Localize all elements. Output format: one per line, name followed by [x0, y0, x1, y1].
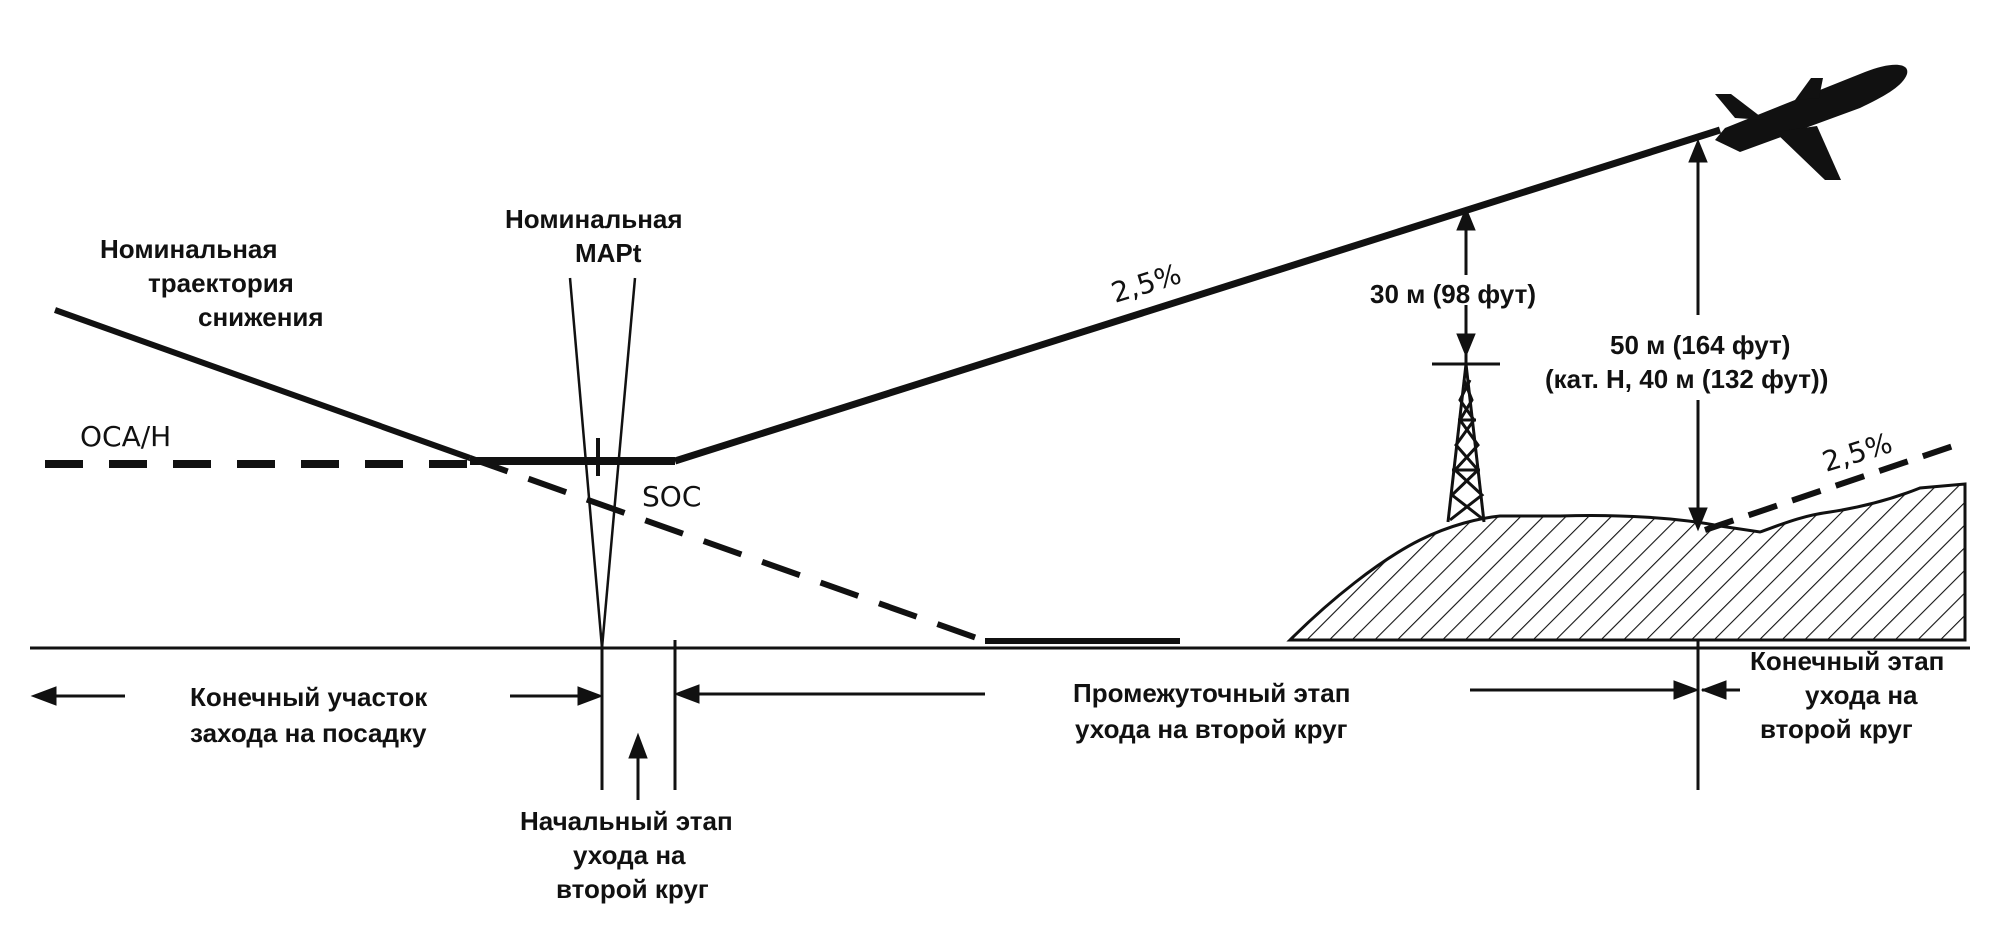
tower-icon [1432, 354, 1500, 523]
final-approach-label-1: Конечный участок [190, 682, 428, 712]
intermediate-missed-label-2: ухода на второй круг [1075, 714, 1348, 744]
mapt-cone-right [600, 277, 637, 649]
clearance-50-arrow [1688, 138, 1708, 532]
airplane-icon [1715, 64, 1908, 180]
clearance-30-arrow [1456, 206, 1476, 358]
final-missed-label-1: Конечный этап [1750, 646, 1944, 676]
clearance-50-label-1: 50 м (164 фут) [1610, 330, 1790, 360]
final-missed-label-2: ухода на [1805, 680, 1918, 710]
soc-label: SOC [642, 480, 701, 513]
clearance-50-label-2: (кат. H, 40 м (132 фут)) [1545, 364, 1828, 394]
descent-path-solid [53, 307, 472, 461]
descent-path-label-1: Номинальная [100, 234, 278, 264]
intermediate-missed-label-1: Промежуточный этап [1073, 678, 1350, 708]
climb-path [673, 126, 1722, 465]
final-missed-label-3: второй круг [1760, 714, 1913, 744]
mapt-label-2: MAPt [575, 238, 642, 268]
initial-missed-label-2: ухода на [573, 840, 686, 870]
oca-label: OCA/H [80, 420, 171, 453]
terrain [1286, 482, 1967, 642]
initial-missed-label-3: второй круг [556, 874, 709, 904]
descent-path-label-2: траектория [148, 268, 294, 298]
final-approach-label-2: захода на посадку [190, 718, 427, 748]
clearance-30-label: 30 м (98 фут) [1370, 279, 1536, 309]
mapt-cone-left [568, 277, 604, 649]
initial-missed-label-1: Начальный этап [520, 806, 733, 836]
mapt-label-1: Номинальная [505, 204, 683, 234]
descent-path-dashed [468, 455, 987, 644]
descent-path-label-3: снижения [198, 302, 324, 332]
segment-arrows [30, 680, 1740, 800]
